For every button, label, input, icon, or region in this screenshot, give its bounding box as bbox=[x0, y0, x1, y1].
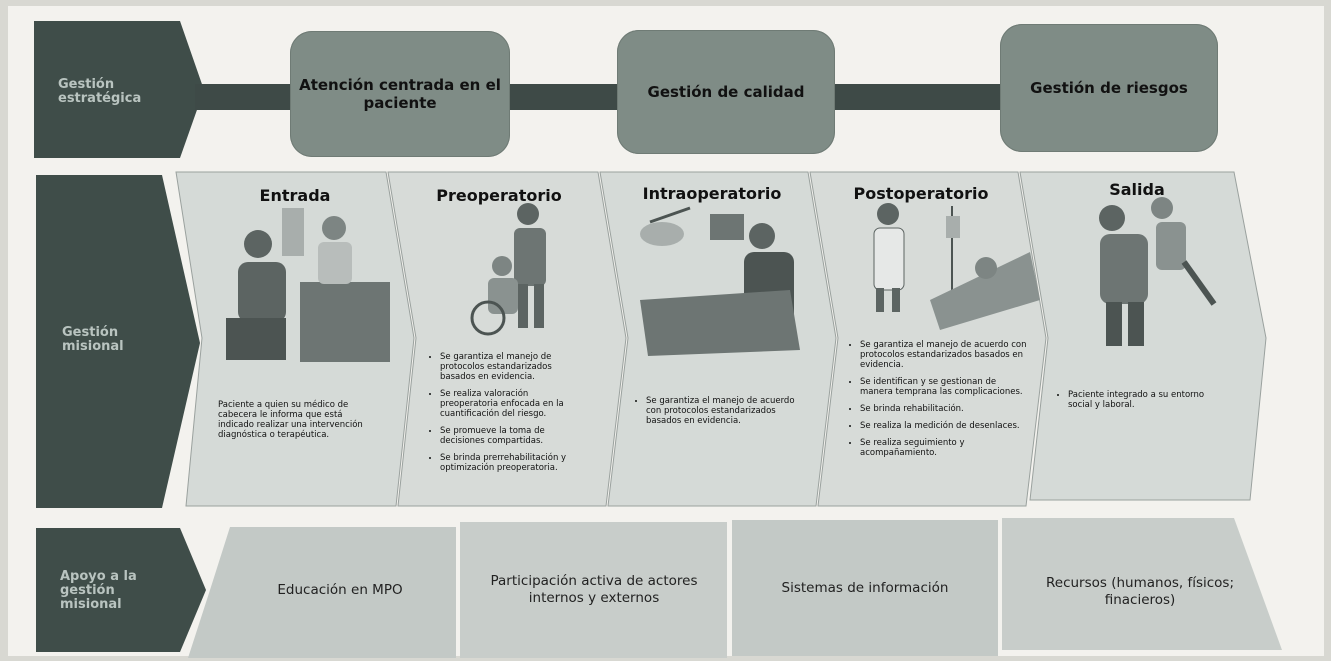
bullet-preop-3: Se promueve la toma de decisiones compar… bbox=[440, 426, 580, 446]
row-label-support: Apoyo a la gestión misional bbox=[60, 569, 137, 612]
support-box-participation: Participación activa de actores internos… bbox=[490, 573, 698, 606]
bullet-postop-5: Se realiza seguimiento y acompañamiento. bbox=[860, 438, 1030, 458]
phase-title-postoperatorio: Postoperatorio bbox=[853, 184, 989, 203]
support-shape-1 bbox=[188, 527, 456, 658]
bullet-intraop-1: Se garantiza el manejo de acuerdo con pr… bbox=[646, 396, 806, 426]
phase-title-preoperatorio: Preoperatorio bbox=[436, 186, 562, 205]
bullet-preop-2: Se realiza valoración preoperatoria enfo… bbox=[440, 389, 580, 419]
phase-title-intraoperatorio: Intraoperatorio bbox=[642, 184, 782, 203]
doctor-consultation-illustration bbox=[226, 208, 390, 362]
phase-desc-intraoperatorio: Se garantiza el manejo de acuerdo con pr… bbox=[636, 396, 806, 433]
phase-title-salida: Salida bbox=[1109, 180, 1165, 199]
support-shape-3 bbox=[732, 520, 998, 656]
phase-title-entrada: Entrada bbox=[259, 186, 331, 205]
phase-desc-postoperatorio: Se garantiza el manejo de acuerdo con pr… bbox=[850, 340, 1030, 465]
surgery-illustration bbox=[640, 206, 800, 356]
row-label-missional: Gestión misional bbox=[62, 325, 124, 354]
strategic-box-patient-centered: Atención centrada en el paciente bbox=[290, 31, 510, 157]
bullet-postop-2: Se identifican y se gestionan de manera … bbox=[860, 377, 1030, 397]
row-label-support-shape bbox=[36, 528, 206, 652]
phase-desc-preoperatorio: Se garantiza el manejo de protocolos est… bbox=[430, 352, 580, 480]
strategic-box-quality: Gestión de calidad bbox=[617, 30, 835, 154]
parent-child-illustration bbox=[1099, 197, 1217, 346]
phase-desc-entrada: Paciente a quien su médico de cabecera l… bbox=[218, 400, 368, 440]
bullet-postop-4: Se realiza la medición de desenlaces. bbox=[860, 421, 1030, 431]
nurse-wheelchair-illustration bbox=[470, 203, 546, 336]
phase-desc-entrada-text: Paciente a quien su médico de cabecera l… bbox=[218, 400, 363, 440]
support-box-information-systems: Sistemas de información bbox=[781, 579, 949, 596]
support-box-resources: Recursos (humanos, físicos; finacieros) bbox=[1045, 575, 1234, 608]
phase-shape-preoperatorio bbox=[387, 171, 627, 507]
phase-shape-entrada bbox=[175, 171, 415, 507]
row-label-strategic-shape bbox=[34, 21, 204, 158]
strategic-box-risk: Gestión de riesgos bbox=[1000, 24, 1218, 152]
phase-desc-salida: Paciente integrado a su entorno social y… bbox=[1058, 390, 1228, 417]
phase-shape-postoperatorio bbox=[809, 171, 1047, 507]
row-label-missional-shape bbox=[36, 175, 200, 508]
bullet-postop-1: Se garantiza el manejo de acuerdo con pr… bbox=[860, 340, 1030, 370]
bullet-postop-3: Se brinda rehabilitación. bbox=[860, 404, 1030, 414]
hospital-bed-illustration bbox=[873, 203, 1040, 330]
bullet-salida-1: Paciente integrado a su entorno social y… bbox=[1068, 390, 1228, 410]
support-box-education: Educación en MPO bbox=[277, 581, 403, 598]
bullet-preop-4: Se brinda prerrehabilitación y optimizac… bbox=[440, 453, 580, 473]
support-shape-4 bbox=[1002, 518, 1282, 650]
bullet-preop-1: Se garantiza el manejo de protocolos est… bbox=[440, 352, 580, 382]
row-label-strategic: Gestión estratégica bbox=[58, 77, 142, 106]
support-shape-2 bbox=[460, 522, 727, 658]
